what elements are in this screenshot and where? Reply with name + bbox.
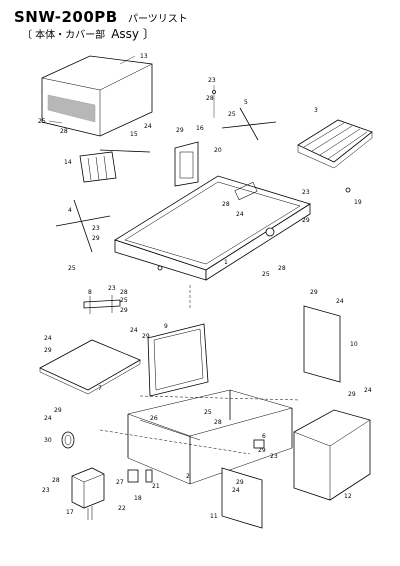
callout-19: 19 bbox=[354, 199, 362, 206]
callout-21: 21 bbox=[152, 483, 160, 490]
part-13-top-cover bbox=[41, 55, 153, 137]
callout-24d: 24 bbox=[336, 298, 344, 305]
callout-16: 16 bbox=[196, 125, 204, 132]
part-5-cross-bar bbox=[221, 107, 277, 141]
callout-29b: 29 bbox=[302, 217, 310, 224]
callout-29f: 29 bbox=[310, 289, 318, 296]
callout-29e: 29 bbox=[142, 333, 150, 340]
callout-28a: 28 bbox=[206, 95, 214, 102]
callout-12: 12 bbox=[344, 493, 352, 500]
callout-20: 20 bbox=[214, 147, 222, 154]
callout-30: 30 bbox=[44, 437, 52, 444]
part-21-bolt bbox=[145, 469, 153, 483]
callout-24e: 24 bbox=[44, 335, 52, 342]
callout-28d: 28 bbox=[278, 265, 286, 272]
callout-22: 22 bbox=[118, 505, 126, 512]
section-heading: 〔 本体・カバー部 Assy 〕 bbox=[22, 25, 155, 42]
callout-25d: 25 bbox=[262, 271, 270, 278]
callout-25f: 25 bbox=[204, 409, 212, 416]
callout-28c: 28 bbox=[222, 201, 230, 208]
callout-24b: 24 bbox=[236, 211, 244, 218]
part-7-shelf-plate bbox=[39, 339, 141, 395]
callout-29g: 29 bbox=[44, 347, 52, 354]
part-16-bracket bbox=[174, 141, 199, 187]
callout-25a: 25 bbox=[38, 118, 46, 125]
callout-28f: 28 bbox=[214, 419, 222, 426]
callout-28b: 28 bbox=[60, 128, 68, 135]
callout-1: 1 bbox=[224, 259, 228, 266]
callout-8: 8 bbox=[88, 289, 92, 296]
part-14-panel bbox=[79, 151, 117, 183]
callout-25c: 25 bbox=[68, 265, 76, 272]
callout-7: 7 bbox=[98, 385, 102, 392]
part-17-power-box bbox=[71, 467, 105, 520]
callout-13: 13 bbox=[140, 53, 148, 60]
model-title: SNW-200PB bbox=[14, 8, 118, 26]
callout-29k: 29 bbox=[236, 479, 244, 486]
callout-23b: 23 bbox=[302, 189, 310, 196]
part-2-base-frame bbox=[127, 389, 293, 485]
part-10-side-panel bbox=[303, 305, 341, 383]
callout-29h: 29 bbox=[54, 407, 62, 414]
callout-23f: 23 bbox=[42, 487, 50, 494]
callout-10: 10 bbox=[350, 341, 358, 348]
callout-18: 18 bbox=[134, 495, 142, 502]
part-19-screw bbox=[345, 187, 351, 193]
callout-26: 26 bbox=[150, 415, 158, 422]
callout-4: 4 bbox=[68, 207, 72, 214]
callout-29c: 29 bbox=[92, 235, 100, 242]
callout-29i: 29 bbox=[348, 391, 356, 398]
callout-23e: 23 bbox=[270, 453, 278, 460]
callout-28e: 28 bbox=[120, 289, 128, 296]
callout-24h: 24 bbox=[232, 487, 240, 494]
callout-15: 15 bbox=[130, 131, 138, 138]
part-8-handle bbox=[83, 295, 121, 314]
part-1-main-body bbox=[114, 175, 311, 281]
section-assy: Assy 〕 bbox=[111, 27, 155, 41]
section-label: 〔 本体・カバー部 bbox=[22, 30, 106, 41]
part-9-door-panel bbox=[147, 323, 209, 397]
callout-29a: 29 bbox=[176, 127, 184, 134]
callout-29j: 29 bbox=[258, 447, 266, 454]
part-12-front-cover bbox=[293, 409, 371, 501]
callout-23a: 23 bbox=[208, 77, 216, 84]
part-3-roller-tray bbox=[297, 119, 373, 169]
callout-9: 9 bbox=[164, 323, 168, 330]
callout-24c: 24 bbox=[130, 327, 138, 334]
callout-29d: 29 bbox=[120, 307, 128, 314]
part-15-rod bbox=[99, 149, 151, 153]
callout-2: 2 bbox=[186, 473, 190, 480]
callout-24g: 24 bbox=[364, 387, 372, 394]
part-4-cross-bar bbox=[55, 199, 111, 253]
callout-23c: 23 bbox=[92, 225, 100, 232]
callout-25e: 25 bbox=[120, 297, 128, 304]
callout-28g: 28 bbox=[52, 477, 60, 484]
callout-14: 14 bbox=[64, 159, 72, 166]
callout-24a: 24 bbox=[144, 123, 152, 130]
callout-6: 6 bbox=[262, 433, 266, 440]
part-11-lower-panel bbox=[221, 467, 263, 529]
callout-24f: 24 bbox=[44, 415, 52, 422]
callout-23d: 23 bbox=[108, 285, 116, 292]
callout-5: 5 bbox=[244, 99, 248, 106]
part-6-hinge bbox=[253, 439, 265, 449]
callout-17: 17 bbox=[66, 509, 74, 516]
callout-11: 11 bbox=[210, 513, 218, 520]
part-27-caster bbox=[127, 469, 139, 483]
callout-3: 3 bbox=[314, 107, 318, 114]
doc-type-label: パーツリスト bbox=[128, 14, 188, 25]
part-30-cable bbox=[61, 431, 75, 449]
callout-25b: 25 bbox=[228, 111, 236, 118]
callout-27: 27 bbox=[116, 479, 124, 486]
